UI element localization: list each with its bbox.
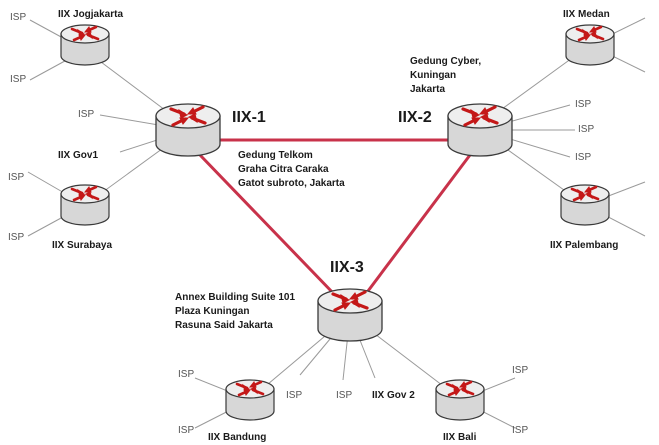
isp-label: ISP (8, 232, 24, 243)
isp-label: ISP (575, 99, 591, 110)
isp-label: ISP (336, 390, 352, 401)
isp-label: ISP (8, 172, 24, 183)
router-icon-bali (434, 378, 486, 422)
iix2-location-line1: Gedung Cyber, (410, 56, 481, 67)
router-icon-iix2 (446, 102, 514, 158)
node-label-gov2: IIX Gov 2 (372, 390, 415, 401)
isp-label: ISP (578, 124, 594, 135)
iix2-name: IIX-2 (398, 109, 432, 126)
isp-label: ISP (10, 74, 26, 85)
node-label-bandung: IIX Bandung (208, 432, 266, 443)
iix2-location-line3: Jakarta (410, 84, 445, 95)
backbone-links (198, 138, 472, 297)
isp-label: ISP (178, 425, 194, 436)
node-label-bali: IIX Bali (443, 432, 477, 443)
router-icon-jogjakarta (59, 23, 111, 67)
spoke-links (27, 17, 646, 429)
iix3-location-line3: Rasuna Said Jakarta (175, 320, 273, 331)
node-label-medan: IIX Medan (563, 9, 610, 20)
node-label-jogjakarta: IIX Jogjakarta (58, 9, 123, 20)
isp-label: ISP (78, 109, 94, 120)
router-icon-bandung (224, 378, 276, 422)
iix1-name: IIX-1 (232, 109, 266, 126)
iix3-location-line1: Annex Building Suite 101 (175, 292, 295, 303)
iix3-name: IIX-3 (330, 259, 364, 276)
isp-label: ISP (178, 369, 194, 380)
isp-label: ISP (10, 12, 26, 23)
iix1-location-line2: Graha Citra Caraka (238, 164, 329, 175)
node-label-surabaya: IIX Surabaya (52, 240, 112, 251)
iix2-location-line2: Kuningan (410, 70, 456, 81)
iix1-location-line3: Gatot subroto, Jakarta (238, 178, 345, 189)
iix1-location-line1: Gedung Telkom (238, 150, 313, 161)
iix3-location-line2: Plaza Kuningan (175, 306, 249, 317)
router-icon-medan (564, 23, 616, 67)
isp-label: ISP (575, 152, 591, 163)
node-label-palembang: IIX Palembang (550, 240, 618, 251)
node-label-gov1: IIX Gov1 (58, 150, 98, 161)
router-icon-iix3 (316, 287, 384, 343)
isp-label: ISP (512, 425, 528, 436)
isp-label: ISP (286, 390, 302, 401)
router-icon-palembang (559, 183, 611, 227)
router-icon-surabaya (59, 183, 111, 227)
isp-label: ISP (512, 365, 528, 376)
router-icon-iix1 (154, 102, 222, 158)
